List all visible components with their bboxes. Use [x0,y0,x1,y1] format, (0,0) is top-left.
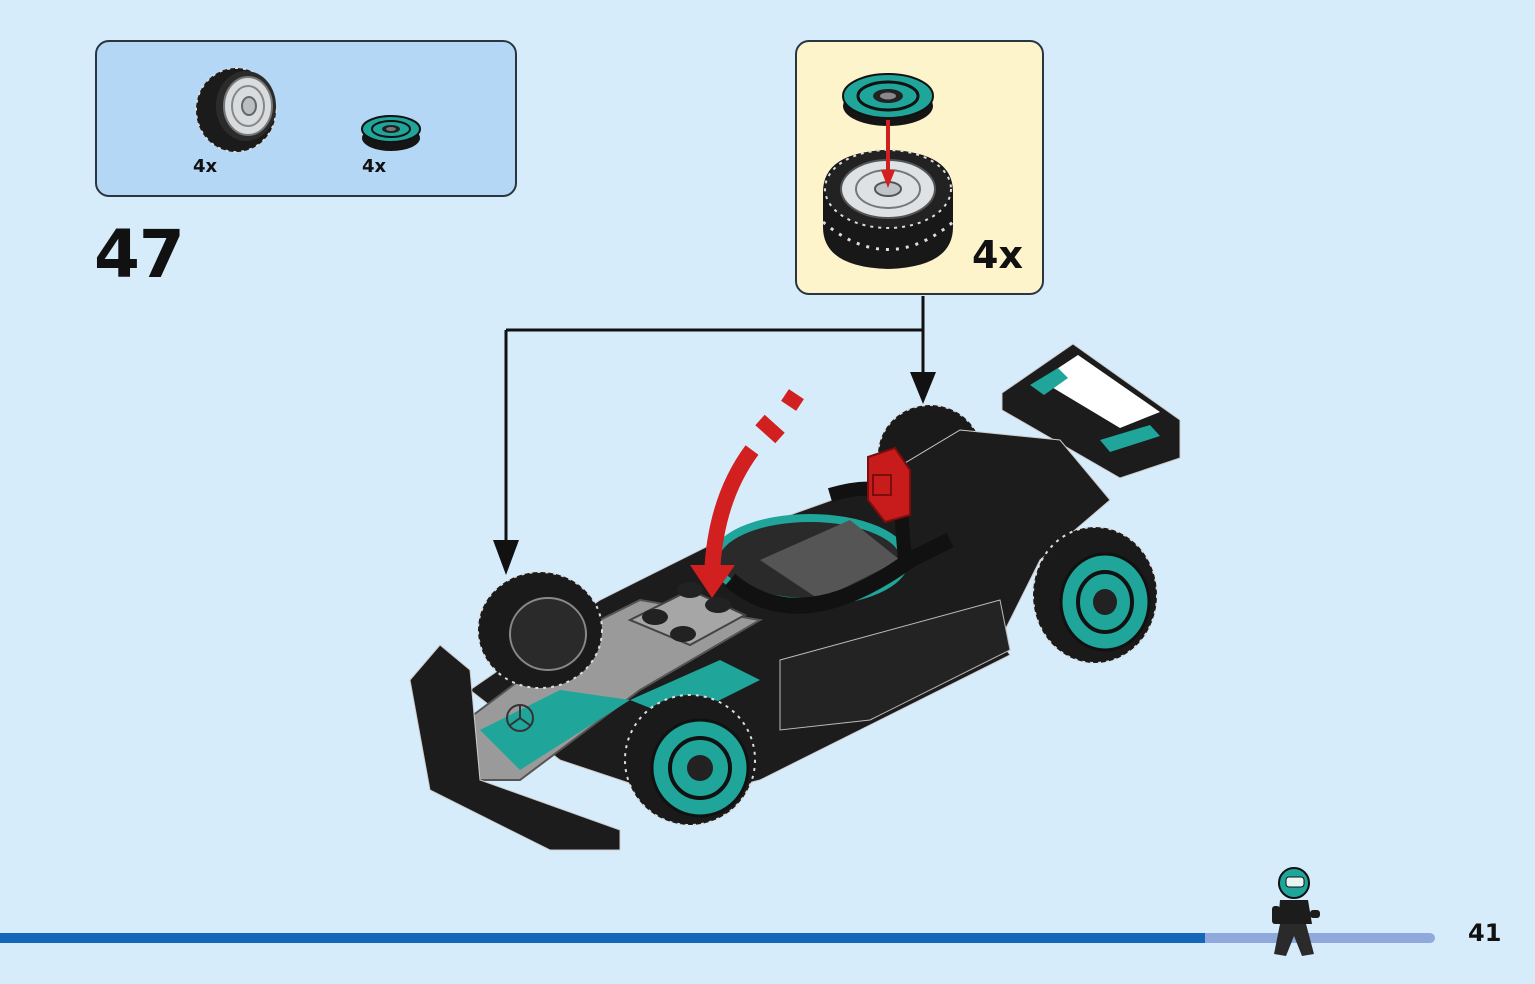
parts-list-box [95,40,517,197]
tire-with-rim-icon [192,62,288,158]
parts-list-qty-tile: 4x [362,156,387,177]
subassembly-quantity: 4x [972,233,1023,277]
step-number: 47 [94,216,185,293]
teal-round-tile-icon [360,110,424,158]
parts-list-qty-tire: 4x [193,156,218,177]
page-number: 41 [1468,919,1502,947]
wheel-assembly-icon [815,62,965,281]
racer-minifigure-icon [1266,866,1322,964]
